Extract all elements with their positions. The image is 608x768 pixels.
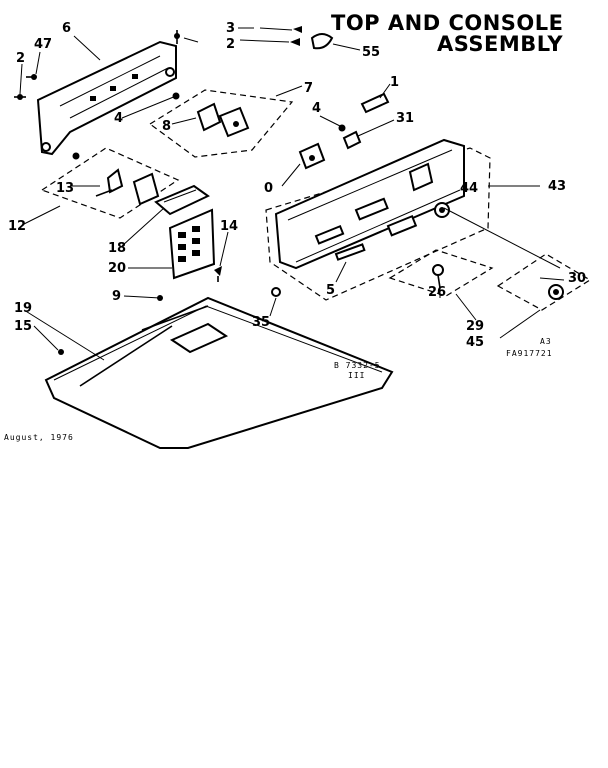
callout-20: 20 [108,261,126,276]
screw-part-35 [271,287,281,297]
callout-44: 44 [460,181,478,196]
callout-18: 18 [108,241,126,256]
screw-part-2-upper-right [239,38,300,46]
knob-part-30 [548,284,564,300]
footer-date: August, 1976 [4,433,74,442]
screw-part-3 [259,26,302,33]
callout-35: 35 [252,315,270,330]
clip-part-55 [310,33,361,51]
diagram-title-line1: TOP AND CONSOLE [331,11,564,35]
callout-45: 45 [466,335,484,350]
callout-13: 13 [56,181,74,196]
group-outline-43 [265,147,491,301]
bracket-part-13 [95,168,160,206]
callout-26: 26 [428,285,446,300]
callout-31: 31 [396,111,414,126]
callout-15: 15 [14,319,32,334]
screw-part-4-right [338,124,346,132]
screw-part-2-top [174,30,180,44]
callout-29: 29 [466,319,484,334]
rear-bracket-part [36,40,177,156]
drawing-number: B 7332-5 [334,361,381,370]
callout-9: 9 [112,289,121,304]
drawing-sub-code: III [348,371,365,380]
callout-14: 14 [220,219,238,234]
group-outline-26 [388,249,494,297]
callout-2: 2 [16,51,25,66]
callout-1: 1 [390,75,399,90]
callout-10: 0 [264,181,273,196]
callout-8: 8 [162,119,171,134]
diagram-title-line2: ASSEMBLY [437,32,564,56]
foot-part-15 [58,349,64,355]
callout-4: 4 [114,111,123,126]
callout-4: 4 [312,101,321,116]
switch-part-10 [298,142,326,170]
clip-part-31 [342,130,362,150]
callout-labels: 6 47 2 3 2 55 4 8 7 13 12 18 20 14 9 19 … [8,21,586,350]
cover-part-18 [154,184,210,216]
screw-part-14 [214,266,222,282]
callout-5: 5 [326,283,335,298]
revision-code: A3 [540,337,552,346]
callout-30: 30 [568,271,586,286]
group-outline-12 [40,147,180,219]
callout-19: 19 [14,301,32,316]
screw-part-2-left [14,94,26,100]
group-outline-30 [496,253,592,311]
screw-part-47 [26,74,37,80]
callout-12: 12 [8,219,26,234]
callout-55: 55 [362,45,380,60]
part-number: FA917721 [506,349,553,358]
group-outline-7 [148,89,294,158]
callout-2: 2 [226,37,235,52]
screw-part-4-lower [72,152,80,160]
label-part-5 [334,243,366,261]
panel-part-20 [168,208,216,280]
callout-3: 3 [226,21,235,36]
console-part-43 [274,138,465,270]
callout-7: 7 [304,81,313,96]
callout-6: 6 [62,21,71,36]
callout-47: 47 [34,37,52,52]
top-panel-part-19 [44,296,394,449]
knob-part-26 [432,264,444,289]
switch-part-8 [196,102,250,138]
label-part-1 [360,92,390,114]
callout-43: 43 [548,179,566,194]
leader-lines [19,27,565,361]
